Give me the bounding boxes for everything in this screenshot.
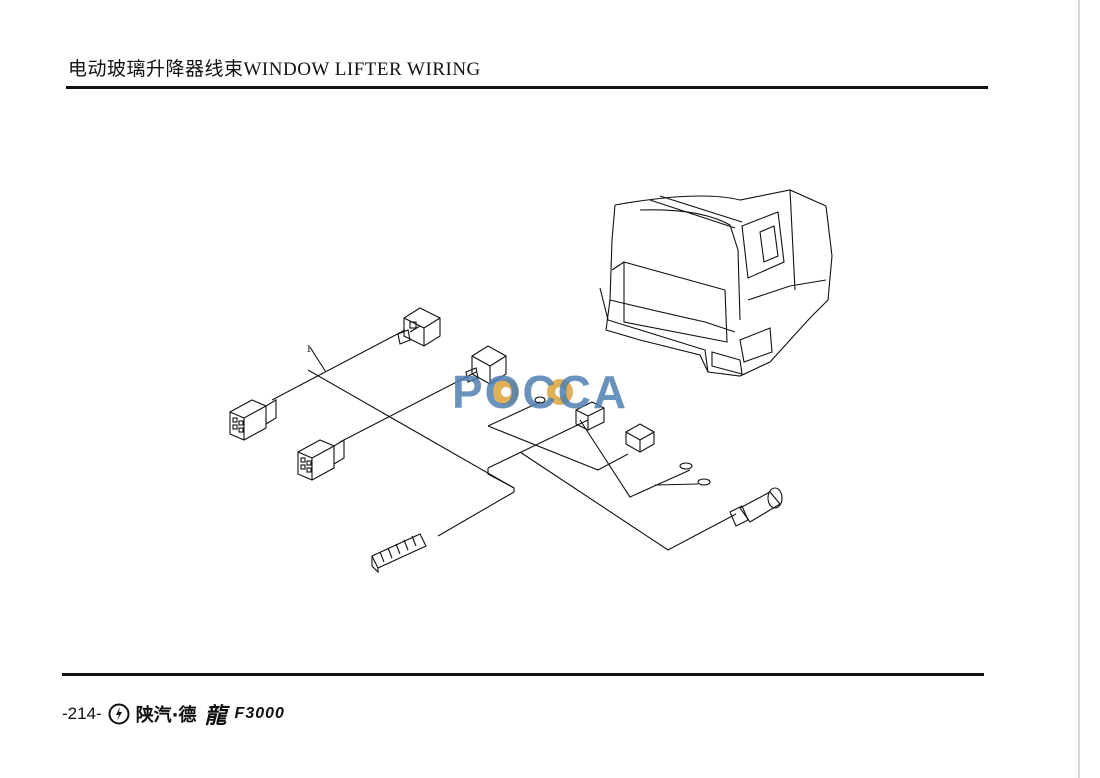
switch-connector-middle: [465, 345, 507, 385]
junction-connector: [575, 401, 605, 431]
round-plug-connector: [729, 487, 783, 527]
terminals: [534, 396, 711, 486]
brand-mark: 龍: [204, 703, 227, 729]
page-title: 电动玻璃升降器线束WINDOW LIFTER WIRING: [68, 59, 481, 80]
callout-number: 1: [306, 343, 312, 355]
model-name: F3000: [234, 705, 285, 722]
connector-six-pin-lower: [297, 439, 345, 481]
watermark-text: POCCA: [452, 366, 628, 416]
gear-icon: [493, 379, 573, 405]
truck-cab-illustration: [599, 189, 833, 377]
shaanxi-logo-icon: [108, 703, 130, 725]
page-number: -214-: [62, 704, 102, 723]
switch-connector-top: [397, 307, 441, 347]
page-edge: [1078, 0, 1080, 778]
wire-harness: [271, 325, 737, 551]
connector-six-pin-upper: [229, 399, 277, 441]
connector-right: [625, 423, 655, 453]
watermark-logo: POCCA: [452, 366, 628, 416]
footer-rule: [62, 673, 984, 676]
footer: -214- 陕汽·德 龍 F3000: [62, 700, 285, 729]
header-rule: [66, 86, 988, 89]
brand-name: 陕汽·德: [135, 705, 197, 726]
long-multi-pin-connector: [371, 533, 427, 574]
